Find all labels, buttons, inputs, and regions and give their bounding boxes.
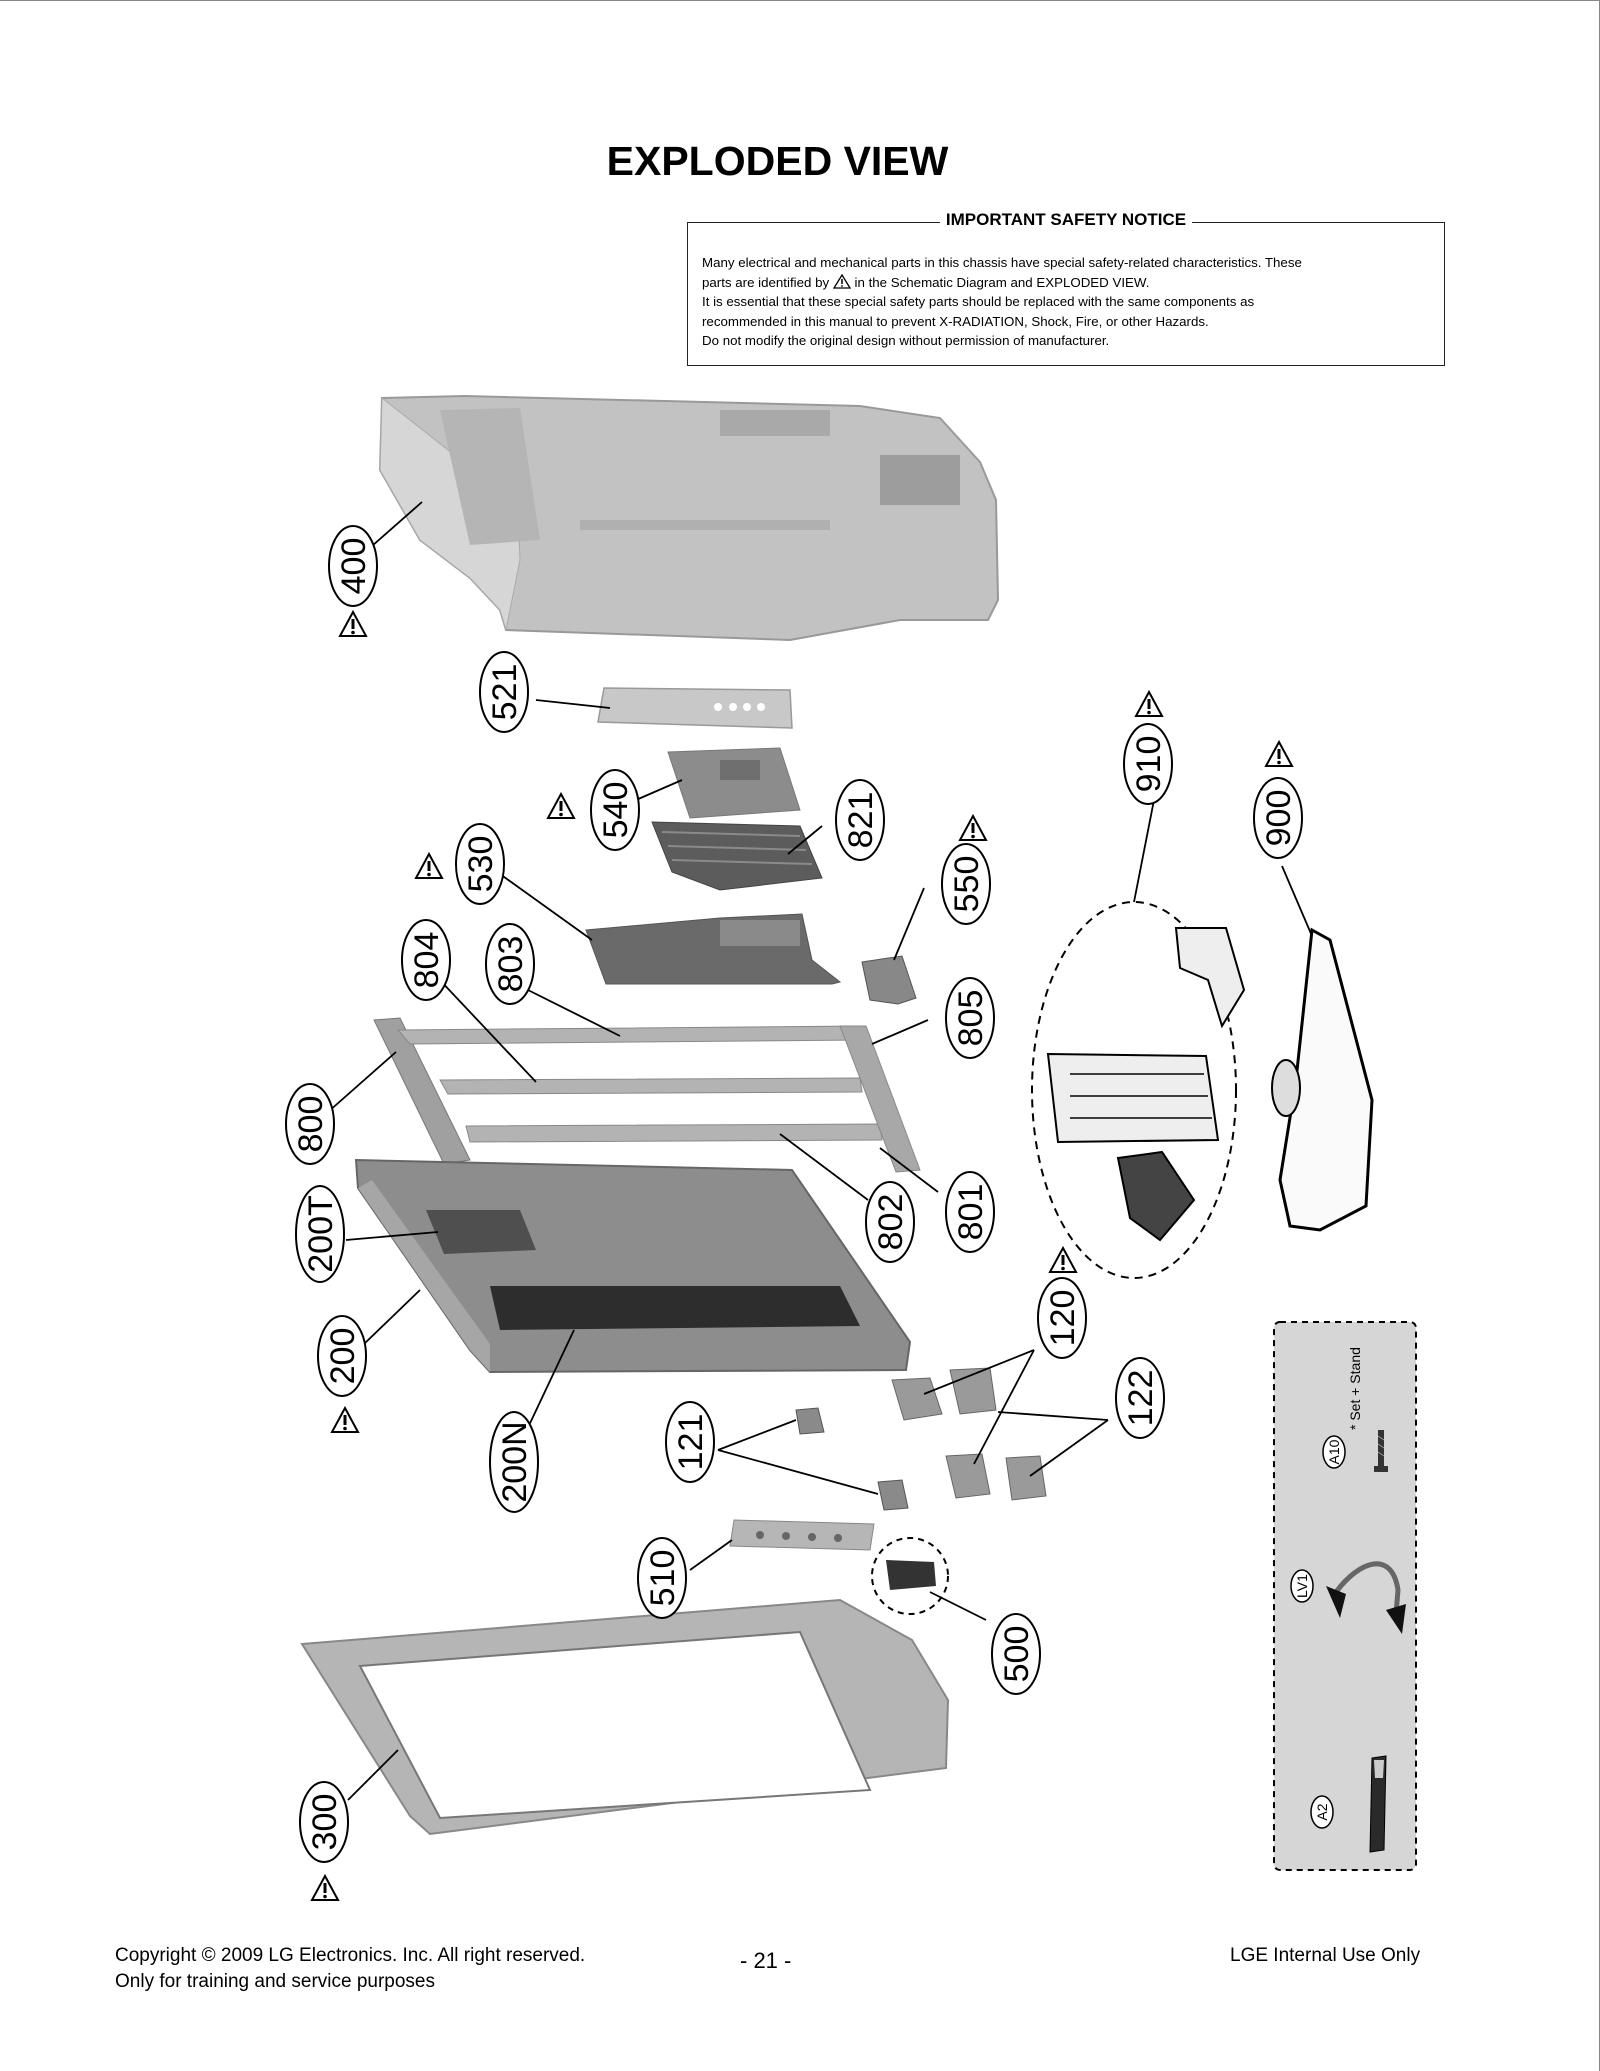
callout-122-label: 122 [1122, 1370, 1160, 1427]
callout-400-label: 400 [335, 538, 373, 595]
callout-910: 910 [1123, 723, 1173, 805]
part-900-stand-base [1271, 927, 1374, 1232]
safety-notice-heading: IMPORTANT SAFETY NOTICE [939, 210, 1193, 229]
callout-802: 802 [865, 1181, 915, 1263]
warning-icon-900 [1264, 740, 1294, 768]
callout-122: 122 [1115, 1357, 1165, 1439]
callout-200T: 200T [295, 1185, 345, 1283]
accessory-a10-label: A10 [1326, 1439, 1342, 1464]
callout-400: 400 [328, 525, 378, 607]
callout-121: 121 [665, 1401, 715, 1483]
callout-910-label: 910 [1130, 736, 1168, 793]
callout-801-label: 801 [952, 1184, 990, 1241]
callout-521-label: 521 [486, 664, 524, 721]
accessory-lv1-cable: LV1 [1290, 1561, 1406, 1634]
warning-icon-200 [330, 1406, 360, 1434]
part-frame-assembly [373, 1017, 921, 1173]
callout-200N-label: 200N [496, 1421, 534, 1502]
notice-line-2-post: in the Schematic Diagram and EXPLODED VI… [854, 274, 1150, 290]
footer-page-number: - 21 - [740, 1948, 792, 1973]
warning-icon-550 [958, 814, 988, 842]
notice-line-2-pre: parts are identified by [702, 274, 830, 290]
leader-lines [327, 501, 1313, 1801]
callout-510-label: 510 [644, 1550, 682, 1607]
callout-821: 821 [835, 779, 885, 861]
warning-icon-400 [338, 610, 368, 638]
warning-icon-300 [310, 1874, 340, 1902]
callout-550: 550 [941, 843, 991, 925]
part-910-stand-body [1031, 901, 1246, 1279]
callout-800: 800 [285, 1083, 335, 1165]
page-title: EXPLODED VIEW [606, 138, 949, 184]
accessory-lv1-label: LV1 [1294, 1574, 1310, 1598]
callout-900-label: 900 [1260, 790, 1298, 847]
notice-line-3: It is essential that these special safet… [702, 294, 1255, 309]
callout-200-label: 200 [324, 1328, 362, 1385]
notice-line-5: Do not modify the original design withou… [702, 333, 1110, 348]
part-300-front-bezel [300, 1598, 950, 1836]
accessory-a10-note: * Set + Stand [1347, 1347, 1363, 1430]
safety-notice-heading-wrap: IMPORTANT SAFETY NOTICE [688, 210, 1444, 230]
callout-800-label: 800 [292, 1096, 330, 1153]
part-500-ir-board [871, 1537, 949, 1615]
callout-530: 530 [455, 823, 505, 905]
callout-300: 300 [299, 1781, 349, 1863]
part-200-panel [354, 1158, 912, 1374]
callout-120-label: 120 [1044, 1290, 1082, 1347]
part-530-main-board [585, 913, 842, 985]
callout-540: 540 [590, 769, 640, 851]
callout-804-label: 804 [408, 932, 446, 989]
accessory-a2-remote: A2 [1310, 1755, 1387, 1853]
callout-500: 500 [991, 1613, 1041, 1695]
part-back-cover [378, 394, 1000, 642]
callout-801: 801 [945, 1171, 995, 1253]
part-521-bracket [597, 687, 793, 729]
callout-200N: 200N [489, 1411, 539, 1513]
part-121-clips [795, 1407, 909, 1511]
callout-200: 200 [317, 1315, 367, 1397]
part-120-speaker-brackets [891, 1367, 1047, 1501]
accessory-a2-label: A2 [1314, 1803, 1330, 1820]
warning-triangle-icon [832, 273, 851, 289]
callout-802-label: 802 [872, 1194, 910, 1251]
callout-120: 120 [1037, 1277, 1087, 1359]
warning-icon-910 [1134, 690, 1164, 718]
callout-550-label: 550 [948, 856, 986, 913]
callout-803-label: 803 [492, 936, 530, 993]
callout-805-label: 805 [952, 990, 990, 1047]
callout-804: 804 [401, 919, 451, 1001]
accessory-kit-box: A10 * Set + Stand LV1 A2 [1273, 1321, 1417, 1871]
callout-530-label: 530 [462, 836, 500, 893]
callout-900: 900 [1253, 777, 1303, 859]
callout-821-label: 821 [842, 792, 880, 849]
footer-copyright-line1: Copyright © 2009 LG Electronics. Inc. Al… [115, 1945, 586, 1966]
part-510-key-board [729, 1519, 875, 1551]
callout-803: 803 [485, 923, 535, 1005]
footer-internal-use: LGE Internal Use Only [1230, 1945, 1421, 1966]
safety-notice-body: Many electrical and mechanical parts in … [702, 253, 1430, 351]
callout-121-label: 121 [672, 1414, 710, 1471]
callout-510: 510 [637, 1537, 687, 1619]
warning-icon-540 [546, 792, 576, 820]
warning-icon-530 [414, 852, 444, 880]
callout-521: 521 [479, 651, 529, 733]
part-821-shield [651, 821, 823, 891]
part-540-board [667, 747, 801, 819]
callout-805: 805 [945, 977, 995, 1059]
callout-200T-label: 200T [302, 1195, 340, 1273]
safety-notice-box: IMPORTANT SAFETY NOTICE Many electrical … [687, 210, 1445, 366]
accessory-a10-screw: A10 * Set + Stand [1322, 1347, 1388, 1472]
notice-line-4: recommended in this manual to prevent X-… [702, 313, 1209, 329]
notice-line-1: Many electrical and mechanical parts in … [702, 255, 1302, 270]
callout-540-label: 540 [597, 782, 635, 839]
callout-300-label: 300 [306, 1794, 344, 1851]
part-550-connector [861, 955, 917, 1005]
warning-icon-120 [1048, 1246, 1078, 1274]
notice-line-2: parts are identified by in the Schematic… [702, 273, 1430, 293]
callout-500-label: 500 [998, 1626, 1036, 1683]
footer-copyright-line2: Only for training and service purposes [115, 1971, 435, 1992]
